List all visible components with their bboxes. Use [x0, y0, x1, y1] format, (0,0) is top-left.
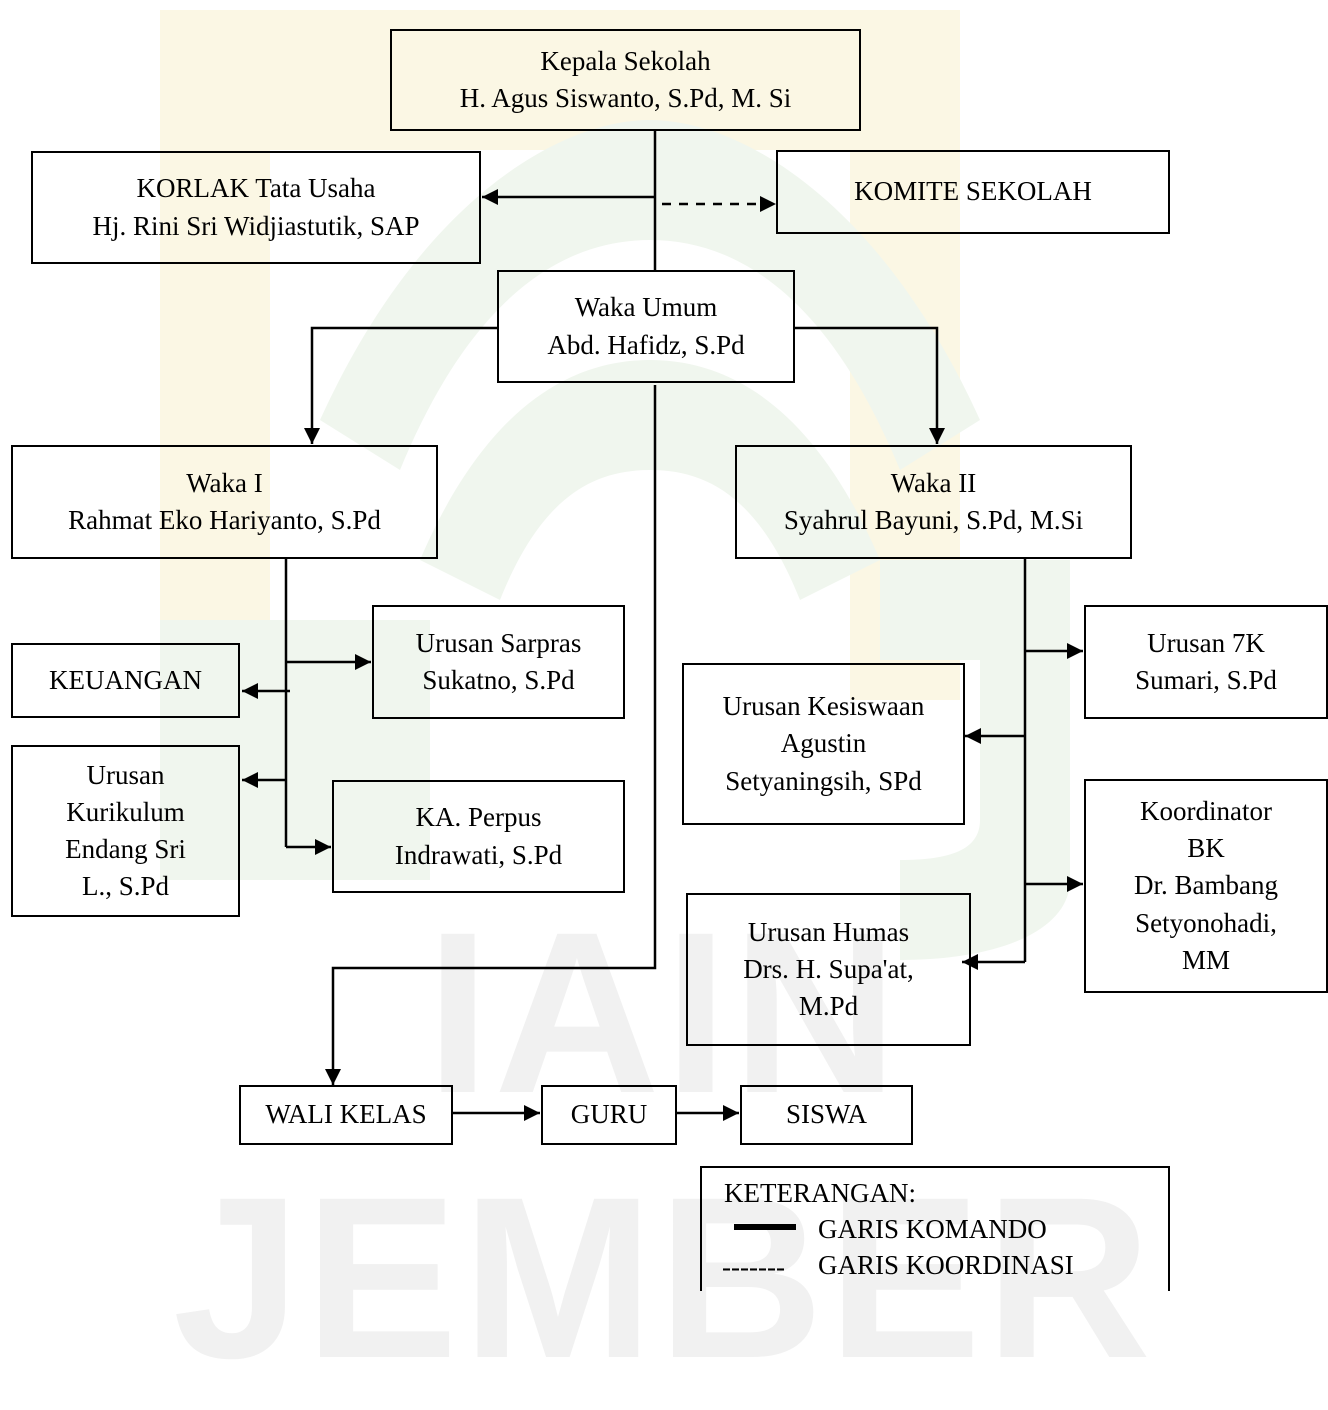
box-text-line: Setyaningsih, SPd: [725, 765, 922, 796]
box-text-line: Agustin: [780, 728, 867, 759]
box-text-line: Endang Sri: [65, 834, 186, 864]
org-chart: IAIN JEMBER Kep: [11, 10, 1328, 1406]
box-keuangan: KEUANGAN: [11, 643, 240, 718]
watermark-logo: [160, 10, 1070, 960]
box-text-line: Urusan: [86, 759, 165, 790]
box-text-line: Urusan Humas: [747, 916, 910, 947]
box-text-line: Urusan 7K: [1147, 627, 1265, 658]
line-to-wali: [325, 385, 657, 1085]
box-text-line: Kurikulum: [66, 796, 185, 827]
box-text-line: Setyonohadi,: [1135, 907, 1277, 938]
box-text-line: Urusan Sarpras: [415, 627, 582, 658]
box-text-line: KORLAK Tata Usaha: [136, 173, 376, 204]
box-text-line: Sukatno, S.Pd: [422, 665, 575, 695]
box-text-line: KEUANGAN: [49, 664, 202, 695]
box-text-line: Rahmat Eko Hariyanto, S.Pd: [68, 505, 381, 535]
box-text-line: Waka I: [186, 467, 263, 498]
legend-dashed-label: GARIS KOORDINASI: [818, 1250, 1074, 1280]
box-text-line: WALI KELAS: [265, 1099, 427, 1130]
box-text-line: M.Pd: [798, 991, 859, 1022]
box-text-line: Dr. Bambang: [1134, 870, 1278, 901]
box-waka-2: Waka II Syahrul Bayuni, S.Pd, M.Si: [735, 445, 1132, 559]
line-to-waka2: [795, 326, 945, 444]
box-text-line: Waka II: [890, 467, 977, 498]
box-urusan-7k: Urusan 7K Sumari, S.Pd: [1084, 605, 1328, 719]
legend-solid-line-symbol: [734, 1224, 796, 1230]
legend-title: KETERANGAN:: [724, 1178, 916, 1208]
box-text-line: MM: [1181, 944, 1230, 975]
legend: KETERANGAN: GARIS KOMANDO ------- GARIS …: [700, 1166, 1170, 1291]
legend-dashed-line-symbol: -------: [722, 1252, 785, 1282]
box-kepala-sekolah: Kepala Sekolah H. Agus Siswanto, S.Pd, M.…: [390, 29, 861, 131]
box-text-line: SISWA: [785, 1099, 867, 1130]
box-wali-kelas: WALI KELAS: [239, 1085, 453, 1145]
box-text-line: KA. Perpus: [415, 802, 542, 833]
box-text-line: H. Agus Siswanto, S.Pd, M. Si: [459, 83, 792, 113]
box-text-line: Indrawati, S.Pd: [394, 839, 563, 870]
box-text-line: Drs. H. Supa'at,: [743, 953, 914, 984]
box-text-line: GURU: [570, 1099, 648, 1130]
box-komite-sekolah: KOMITE SEKOLAH: [776, 150, 1170, 234]
box-siswa: SISWA: [740, 1085, 913, 1145]
connector-lines: [242, 130, 1083, 1121]
box-text-line: BK: [1187, 833, 1225, 864]
legend-solid-label: GARIS KOMANDO: [818, 1214, 1047, 1244]
box-text-line: Kepala Sekolah: [540, 45, 711, 76]
box-text-line: Koordinator: [1140, 795, 1272, 826]
line-to-waka1: [304, 326, 497, 444]
box-guru: GURU: [541, 1085, 677, 1145]
box-text-line: Urusan Kesiswaan: [722, 691, 925, 722]
box-text-line: Waka Umum: [574, 292, 718, 323]
box-text-line: KOMITE SEKOLAH: [854, 176, 1092, 207]
box-text-line: L., S.Pd: [81, 871, 170, 902]
box-text-line: Hj. Rini Sri Widjiastutik, SAP: [92, 210, 420, 241]
box-text-line: Abd. Hafidz, S.Pd: [547, 329, 745, 360]
box-waka-1: Waka I Rahmat Eko Hariyanto, S.Pd: [11, 445, 438, 559]
box-text-line: Sumari, S.Pd: [1135, 665, 1277, 695]
box-text-line: Syahrul Bayuni, S.Pd, M.Si: [783, 505, 1084, 535]
